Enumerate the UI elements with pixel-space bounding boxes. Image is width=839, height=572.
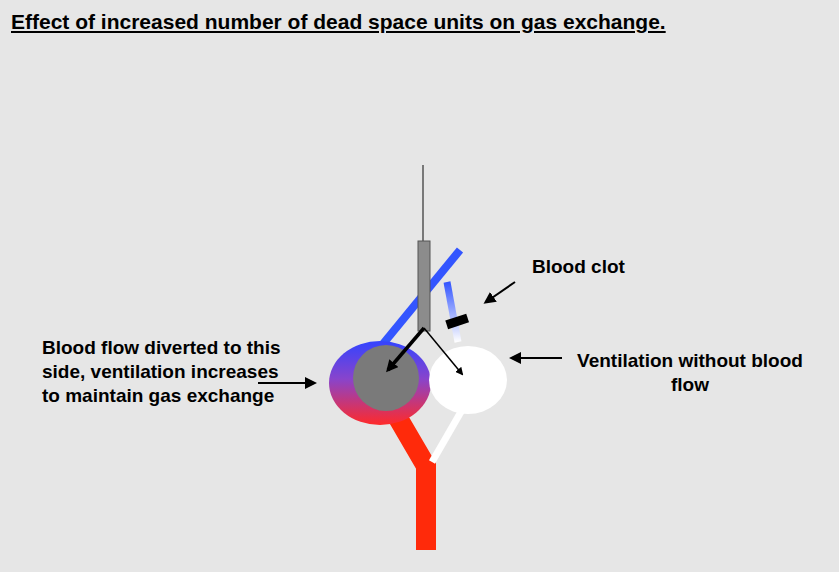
leader-arrow: [486, 282, 515, 302]
blood-vessel: [398, 418, 426, 550]
dead-space-alveolus: [429, 346, 507, 414]
leader-arrow: [258, 382, 314, 384]
perfused-alveolus: [329, 341, 431, 425]
empty-vessel: [432, 410, 462, 462]
callout-label: Blood clot: [532, 255, 625, 279]
callout-label: Blood flow diverted to this side, ventil…: [42, 336, 292, 408]
leader-arrow: [512, 357, 562, 359]
airway: [418, 241, 430, 331]
airflow-arrow: [424, 328, 462, 374]
blood-clot: [445, 314, 469, 329]
callout-label: Ventilation without blood flow: [574, 349, 806, 397]
alveolar-gas: [353, 345, 419, 411]
airway: [422, 165, 424, 242]
airflow-arrow: [388, 328, 424, 370]
empty-vessel: [447, 282, 458, 342]
diagram-title: Effect of increased number of dead space…: [11, 10, 666, 34]
